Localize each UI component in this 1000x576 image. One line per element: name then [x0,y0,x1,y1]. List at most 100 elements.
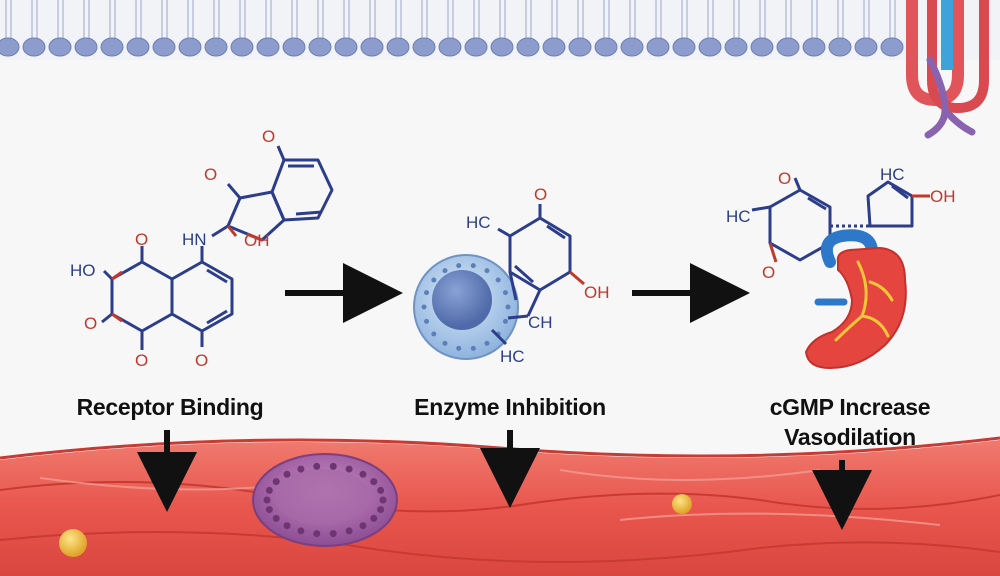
atom-methine: HC [880,165,905,184]
lipid-head [646,37,670,57]
lipid-head [542,37,566,57]
cell-granule [456,263,462,269]
lipid-head [126,37,150,57]
atom-hydroxyl: OH [930,187,956,206]
particle [672,494,692,514]
lipid-head [74,37,98,57]
lipid-head [282,37,306,57]
cell-granule [370,514,378,522]
molecule-receptor-ligand-bond-accents [111,225,263,323]
lipid-head [152,37,176,57]
cell-granule [265,486,273,494]
cell-granule [431,331,437,337]
lipid-head [828,37,852,57]
cell-granule [359,522,367,530]
cell-granule [470,263,476,269]
cell-granule [297,527,305,535]
cell-granule [297,465,305,473]
lipid-head [256,37,280,57]
cell-granule [424,290,430,296]
cell-granule [272,478,280,486]
cell-granule [431,277,437,283]
lipid-head [464,37,488,57]
atom-hydroxyl: HO [70,261,96,280]
cell-granule [424,318,430,324]
lipid-head [490,37,514,57]
atom-methine: HC [466,213,491,232]
molecule-enzyme-inhibitor [490,204,572,346]
cell-granule [495,277,501,283]
lipid-head [204,37,228,57]
lipid-head [308,37,332,57]
atom-oxygen: O [195,351,208,370]
cell-granule [505,304,511,310]
step-label-text: cGMP Increase [769,394,931,420]
lipid-head [438,37,462,57]
cell-granule [345,527,353,535]
cell-granule [329,530,337,538]
membrane-receptor-protein [906,0,989,139]
lipid-head [880,37,904,57]
step-label-cgmp-vasodilation: cGMP Increase Vasodilation [720,392,980,452]
lipid-head [178,37,202,57]
cell-granule [442,340,448,346]
cell-granule [377,486,385,494]
cell-granule [313,462,321,470]
atom-hydroxyl: OH [244,231,270,250]
cell-granule [456,345,462,351]
atom-methine: CH [528,313,553,332]
lipid-head [672,37,696,57]
blood-cell [252,453,398,547]
atom-oxygen: O [84,314,97,333]
atom-oxygen: O [534,185,547,204]
atom-oxygen: O [262,127,275,146]
lipid-head [22,37,46,57]
atom-amine: HN [182,230,207,249]
molecule-vasodilator-oxygen-bonds [768,194,930,263]
cell-granule [502,318,508,324]
cell-granule [329,462,337,470]
cell-granule [470,345,476,351]
lipid-head [620,37,644,57]
lipid-head [724,37,748,57]
atom-methine: HC [500,347,525,366]
step-label-text: Receptor Binding [76,394,264,420]
atom-hydroxyl: OH [584,283,610,302]
lipid-head [698,37,722,57]
lipid-head [854,37,878,57]
lipid-head [360,37,384,57]
lipid-head [516,37,540,57]
step-label-text: Enzyme Inhibition [414,394,606,420]
lipid-head [48,37,72,57]
cell-membrane [0,0,1000,60]
molecule-vasodilator [751,177,914,262]
bond-hydroxyl [569,270,585,286]
heart-illustration [804,229,907,370]
atom-methine: HC [726,207,751,226]
cell-granule [379,496,387,504]
cell-granule [370,478,378,486]
cell-granule [421,304,427,310]
step-label-text: Vasodilation [784,424,916,450]
lipid-head [412,37,436,57]
lipid-head [0,37,20,57]
step-label-receptor-binding: Receptor Binding [40,392,300,422]
atom-oxygen: O [135,351,148,370]
cell-granule [283,522,291,530]
step-label-enzyme-inhibition: Enzyme Inhibition [380,392,640,422]
lipid-head [802,37,826,57]
atom-oxygen: O [204,165,217,184]
atom-oxygen: O [762,263,775,282]
cell-granule [484,268,490,274]
cell-granule [502,290,508,296]
cell-granule [283,470,291,478]
lipid-head [776,37,800,57]
cell-granule [265,506,273,514]
lipid-head [386,37,410,57]
cell-granule [272,514,280,522]
particle [59,529,87,557]
lipid-head [750,37,774,57]
cell-granule [442,268,448,274]
cell-granule [313,530,321,538]
